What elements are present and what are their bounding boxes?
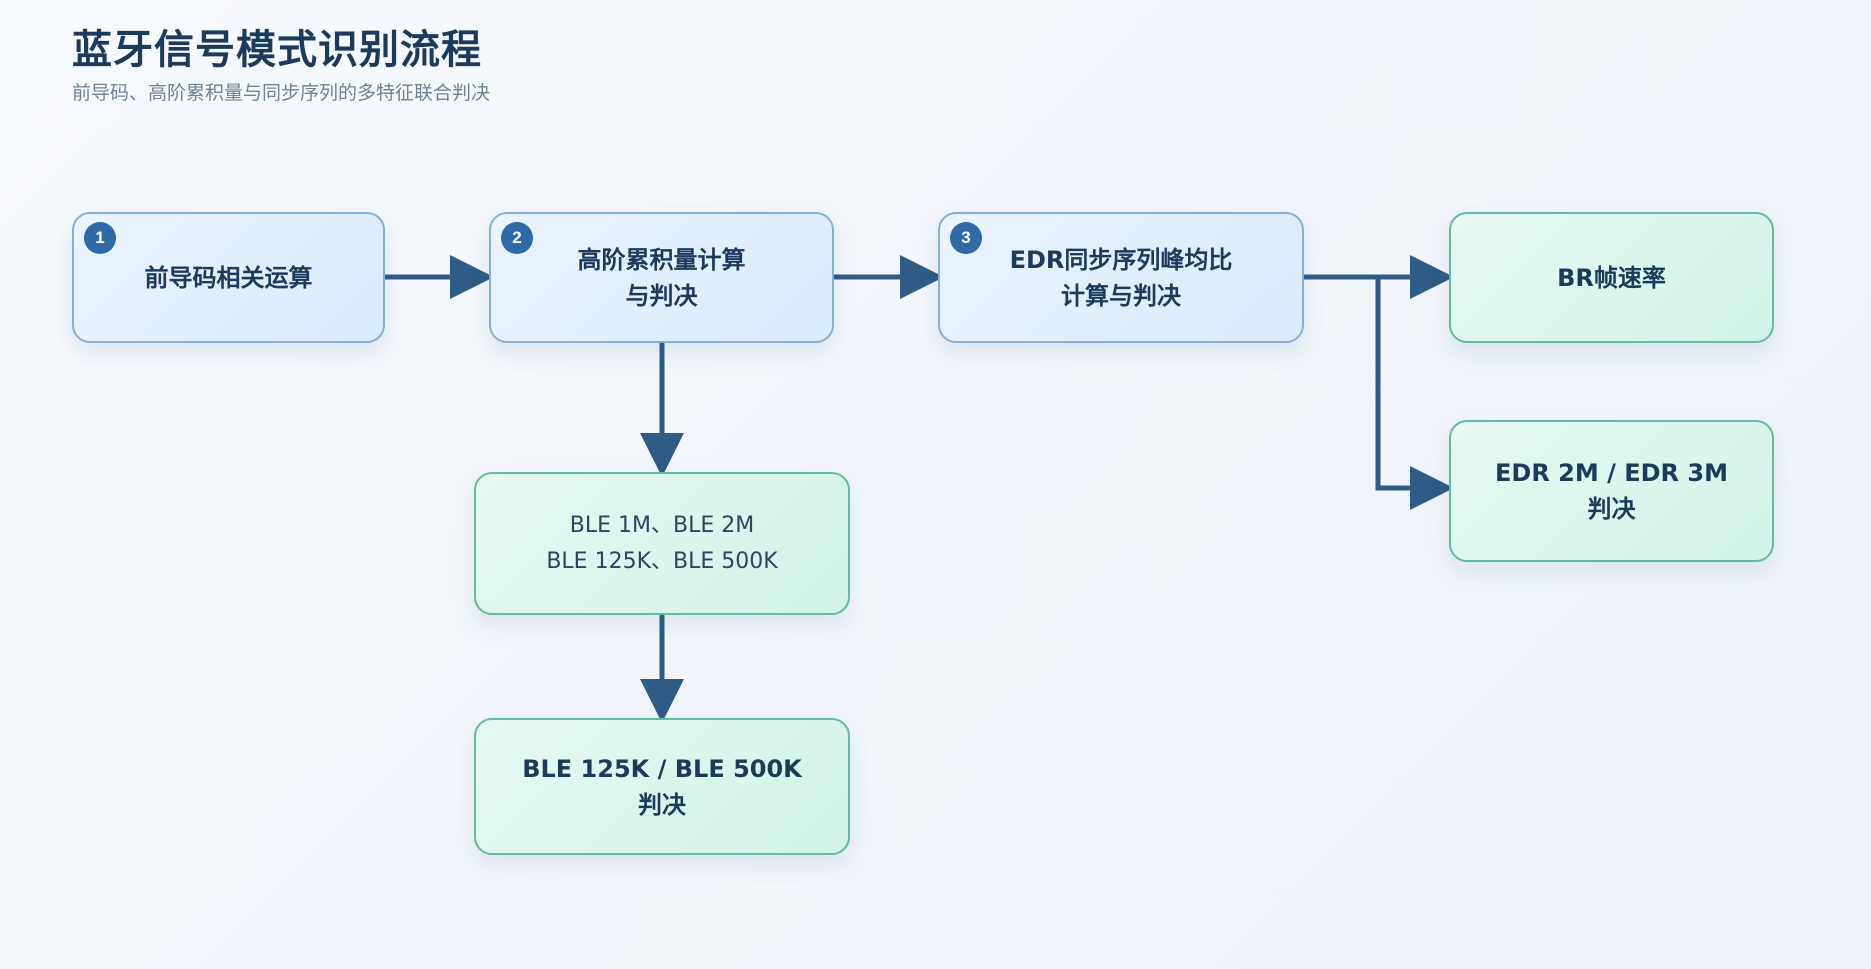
result-edr-decision: EDR 2M / EDR 3M 判决 [1449,420,1774,562]
node-label: EDR同步序列峰均比 计算与判决 [1009,245,1233,310]
header: 蓝牙信号模式识别流程 前导码、高阶累积量与同步序列的多特征联合判决 [72,24,490,106]
arrow-step3-to-edr-decision [1375,277,1454,510]
node-label: BLE 1M、BLE 2M BLE 125K、BLE 500K [546,512,778,574]
page-title: 蓝牙信号模式识别流程 [72,27,482,73]
node-label: BR帧速率 [1557,263,1666,292]
page-subtitle: 前导码、高阶累积量与同步序列的多特征联合判决 [72,82,491,104]
result-ble-modes: BLE 1M、BLE 2M BLE 125K、BLE 500K [474,472,850,615]
step3-edr-sync-papr: 3 EDR同步序列峰均比 计算与判决 [938,212,1304,343]
step2-cumulant-decision: 2 高阶累积量计算 与判决 [489,212,834,343]
result-br-rate: BR帧速率 [1449,212,1774,343]
step1-preamble-correlation: 1 前导码相关运算 [72,212,385,343]
node-label: EDR 2M / EDR 3M 判决 [1495,459,1728,523]
step-number-badge: 3 [950,222,982,254]
node-label: 高阶累积量计算 与判决 [577,245,746,310]
node-label: 前导码相关运算 [144,263,313,292]
step-number-badge: 1 [84,222,116,254]
result-ble-coded-decision: BLE 125K / BLE 500K 判决 [474,718,850,855]
step-number-badge: 2 [501,222,533,254]
node-label: BLE 125K / BLE 500K 判决 [522,754,802,819]
